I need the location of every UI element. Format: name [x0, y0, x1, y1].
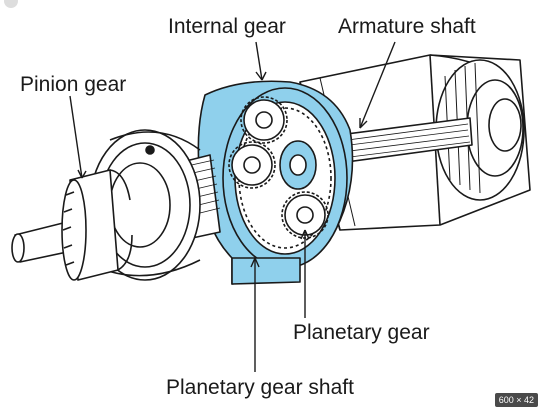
- clutch-housing: [89, 129, 201, 281]
- label-armature-shaft: Armature shaft: [338, 15, 476, 38]
- label-internal-gear: Internal gear: [168, 15, 286, 38]
- label-planetary-gear-shaft: Planetary gear shaft: [166, 376, 354, 399]
- leader-lines: [69, 41, 396, 372]
- image-size-badge: 600 × 42: [494, 393, 538, 407]
- label-pinion-gear: Pinion gear: [20, 73, 127, 96]
- corner-artifact: [4, 0, 18, 8]
- pinion-assembly: [11, 169, 133, 281]
- label-planetary-gear: Planetary gear: [293, 321, 430, 344]
